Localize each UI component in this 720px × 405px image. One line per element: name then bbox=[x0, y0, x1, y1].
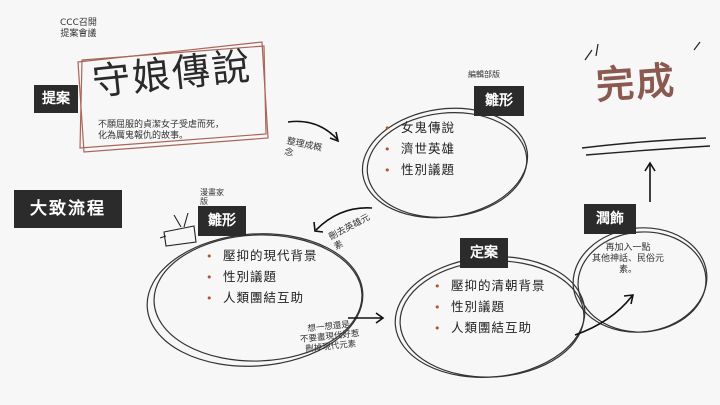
summary-line: 化為厲鬼報仇的故事。 bbox=[98, 131, 189, 141]
list-item: • 女鬼傳說 bbox=[384, 118, 455, 139]
list-item: • 性別議題 bbox=[434, 297, 546, 318]
artist-list: • 壓抑的現代背景 • 性別議題 • 人類團結互助 bbox=[206, 246, 318, 309]
editor-label: 編輯部版 bbox=[468, 70, 500, 79]
bullet-icon: • bbox=[384, 164, 396, 177]
proposal-tag: 提案 bbox=[34, 85, 78, 113]
summary: 不願屈服的貞潔女子受虐而死， 化為厲鬼報仇的故事。 bbox=[98, 120, 224, 142]
arrow-2 bbox=[313, 207, 373, 233]
arrow-1 bbox=[287, 120, 340, 143]
arrow-4 bbox=[574, 294, 635, 336]
editor-list: • 女鬼傳說 • 濟世英雄 • 性別議題 bbox=[384, 118, 455, 181]
note-line: 其他神話、民俗元 bbox=[592, 254, 665, 264]
bullet-icon: • bbox=[206, 271, 218, 284]
list-item: • 壓抑的清朝背景 bbox=[434, 276, 546, 297]
bullet-icon: • bbox=[384, 122, 396, 135]
list-item-label: 人類團結互助 bbox=[450, 320, 532, 335]
meeting-label-line: CCC召開 bbox=[60, 18, 97, 28]
flow-title: 大致流程 bbox=[14, 190, 122, 228]
artist-label-line: 版 bbox=[200, 197, 208, 206]
list-item: • 壓抑的現代背景 bbox=[206, 246, 318, 267]
arrow-3 bbox=[348, 312, 385, 324]
list-item-label: 女鬼傳說 bbox=[400, 120, 455, 135]
list-item-label: 濟世英雄 bbox=[400, 141, 455, 156]
list-item: • 濟世英雄 bbox=[384, 139, 455, 160]
list-item-label: 壓抑的現代背景 bbox=[222, 248, 318, 263]
arrow-3-note: 想一想還是 不要畫現代好惹 刪掉現代元素 bbox=[299, 319, 361, 355]
artist-ellipse bbox=[146, 233, 364, 367]
bunny-doodle-icon bbox=[159, 212, 197, 247]
meeting-label-line: 提案會議 bbox=[60, 29, 97, 39]
list-item: • 人類團結互助 bbox=[206, 288, 318, 309]
editor-tag: 雛形 bbox=[474, 86, 524, 116]
polish-tag: 潤飾 bbox=[584, 204, 636, 234]
note-line: 素。 bbox=[619, 265, 638, 275]
bullet-icon: • bbox=[434, 280, 446, 293]
final-list: • 壓抑的清朝背景 • 性別議題 • 人類團結互助 bbox=[434, 276, 546, 339]
list-item: • 性別議題 bbox=[206, 267, 318, 288]
list-item-label: 人類團結互助 bbox=[222, 290, 304, 305]
bullet-icon: • bbox=[434, 301, 446, 314]
list-item: • 人類團結互助 bbox=[434, 318, 546, 339]
meeting-label: CCC召開 提案會議 bbox=[60, 18, 97, 40]
polish-note: 再加入一點 其他神話、民俗元 素。 bbox=[592, 243, 664, 276]
list-item: • 性別議題 bbox=[384, 160, 455, 181]
list-item-label: 性別議題 bbox=[222, 269, 277, 284]
artist-label-line: 漫畫家 bbox=[200, 188, 224, 197]
bullet-icon: • bbox=[206, 292, 218, 305]
bullet-icon: • bbox=[206, 250, 218, 263]
arrow-5 bbox=[644, 161, 656, 202]
done-text: 完成 bbox=[594, 57, 678, 108]
list-item-label: 壓抑的清朝背景 bbox=[450, 278, 546, 293]
artist-tag: 雛形 bbox=[198, 206, 246, 236]
bullet-icon: • bbox=[384, 143, 396, 156]
done-ticks bbox=[584, 41, 701, 61]
final-tag: 定案 bbox=[460, 238, 508, 268]
artist-label: 漫畫家 版 bbox=[200, 188, 224, 206]
list-item-label: 性別議題 bbox=[450, 299, 505, 314]
polish-ellipse bbox=[572, 227, 708, 333]
editor-ellipse bbox=[361, 107, 529, 219]
done-underline bbox=[581, 137, 711, 156]
bullet-icon: • bbox=[434, 322, 446, 335]
title-frame bbox=[77, 41, 269, 153]
list-item-label: 性別議題 bbox=[400, 162, 455, 177]
note-line: 再加入一點 bbox=[605, 243, 651, 253]
summary-line: 不願屈服的貞潔女子受虐而死， bbox=[98, 120, 225, 130]
